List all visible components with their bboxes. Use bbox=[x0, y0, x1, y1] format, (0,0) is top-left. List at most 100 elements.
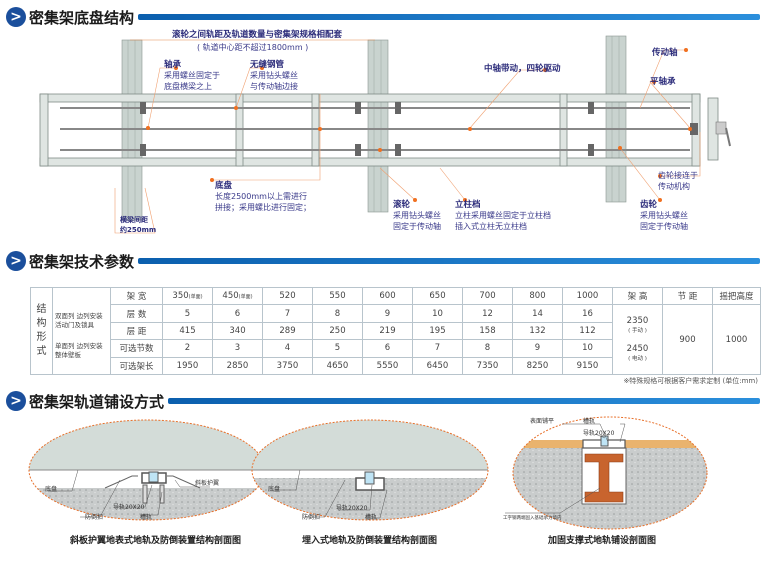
structure-desc: 双面列 边列安装活动门及锁具 单面列 边列安装整体壁板 bbox=[52, 287, 111, 375]
label-gear: 齿轮 采用钻头螺丝 固定于传动轴 bbox=[640, 198, 688, 232]
divider bbox=[138, 14, 760, 20]
cell: 12 bbox=[462, 304, 513, 323]
label-chassis: 底盘 长度2500mm以上需进行 拼接；采用螺比进行固定； bbox=[215, 179, 311, 213]
row-label: 可选架长 bbox=[110, 356, 163, 375]
section-title: 密集架技术参数 bbox=[29, 252, 135, 271]
cell: 550 bbox=[312, 286, 363, 306]
cell: 1950 bbox=[162, 356, 213, 375]
row-label: 层 数 bbox=[110, 304, 163, 323]
cell: 10 bbox=[562, 339, 613, 358]
cell: 4650 bbox=[312, 356, 363, 375]
header-pitch: 节 距 bbox=[662, 286, 713, 306]
cell: 5 bbox=[162, 304, 213, 323]
spec-table: 结构形式 双面列 边列安装活动门及锁具 单面列 边列安装整体壁板 架 宽 350… bbox=[30, 286, 761, 375]
cell: 2 bbox=[162, 339, 213, 358]
cell-value: 450 bbox=[222, 291, 239, 302]
label-desc: 固定于传动轴 bbox=[640, 222, 688, 231]
span-title: 滚轮之间轨距及轨道数量与密集架规格相配套 bbox=[172, 30, 343, 40]
rail-label: 防倒扣 bbox=[302, 514, 321, 521]
label-gear-link: 齿轮接连于 传动机构 bbox=[658, 170, 698, 192]
rail-label: 底盘 bbox=[45, 486, 58, 493]
cell: 350(单面) bbox=[162, 286, 213, 306]
label-desc: 采用钻头螺丝 bbox=[250, 71, 298, 80]
pitch-cell: 900 bbox=[662, 304, 713, 375]
cell: 800 bbox=[512, 286, 563, 306]
cell: 7 bbox=[262, 304, 313, 323]
cell: 650 bbox=[412, 286, 463, 306]
label-desc: 底盘横梁之上 bbox=[164, 82, 212, 91]
rail-label: 导轨20X20 bbox=[113, 504, 145, 511]
electric-label: ( 电动 ) bbox=[628, 355, 647, 362]
chevron-right-icon: > bbox=[6, 251, 26, 271]
label-title: 底盘 bbox=[215, 181, 233, 191]
rail-label: 底盘 bbox=[268, 486, 281, 493]
cell: 3750 bbox=[262, 356, 313, 375]
structure-label: 结构形式 bbox=[30, 287, 53, 375]
cell: 520 bbox=[262, 286, 313, 306]
cell: 600 bbox=[362, 286, 413, 306]
label-desc: 插入式立柱无立柱档 bbox=[455, 222, 527, 231]
cell: 1000 bbox=[562, 286, 613, 306]
label-desc: 约250mm bbox=[120, 226, 157, 234]
cell: 5550 bbox=[362, 356, 413, 375]
structure-desc-double: 双面列 边列安装活动门及锁具 bbox=[55, 311, 103, 329]
label-center-drive: 中轴带动，四轮驱动 bbox=[484, 64, 561, 74]
cell: 132 bbox=[512, 321, 563, 341]
label-title: 立柱档 bbox=[455, 200, 481, 210]
rail-diagrams bbox=[28, 416, 708, 530]
span-note: ( 轨道中心距不超过1800mm ) bbox=[197, 43, 309, 52]
rail-label: 槽轨 bbox=[140, 514, 153, 521]
spec-note: ※特殊规格可根据客户需求定制 (单位:mm) bbox=[623, 377, 758, 385]
rail-label: 斜板护翼 bbox=[195, 480, 220, 487]
cell: 4 bbox=[262, 339, 313, 358]
cell: 289 bbox=[262, 321, 313, 341]
rail-label: 导轨20X20 bbox=[336, 505, 368, 512]
label-roller: 滚轮 采用钻头螺丝 固定于传动轴 bbox=[393, 198, 441, 232]
label-title: 滚轮 bbox=[393, 200, 411, 210]
label-title: 轴承 bbox=[164, 60, 182, 70]
rail-caption: 斜板护翼地表式地轨及防倒装置结构剖面图 bbox=[70, 536, 242, 546]
label-desc: 传动机构 bbox=[658, 182, 690, 191]
cell: 7 bbox=[412, 339, 463, 358]
cell: 7350 bbox=[462, 356, 513, 375]
cell: 8 bbox=[312, 304, 363, 323]
cell: 158 bbox=[462, 321, 513, 341]
cell: 10 bbox=[412, 304, 463, 323]
rail-label: 槽轨 bbox=[365, 514, 378, 521]
label-title: 齿轮 bbox=[640, 200, 658, 210]
rail-diagram-reinforced bbox=[513, 417, 707, 529]
cell: 16 bbox=[562, 304, 613, 323]
divider bbox=[168, 398, 760, 404]
cell-suffix: (单面) bbox=[238, 294, 253, 301]
cell: 340 bbox=[212, 321, 263, 341]
section-title: 密集架底盘结构 bbox=[29, 8, 135, 27]
label-flat-bearing: 平轴承 bbox=[650, 77, 676, 87]
chevron-right-icon: > bbox=[6, 391, 26, 411]
cell: 195 bbox=[412, 321, 463, 341]
chevron-right-icon: > bbox=[6, 7, 26, 27]
label-desc: 长度2500mm以上需进行 bbox=[215, 192, 307, 201]
cell: 250 bbox=[312, 321, 363, 341]
rail-diagram-embedded bbox=[252, 420, 488, 520]
cell: 3 bbox=[212, 339, 263, 358]
label-post-stop: 立柱档 立柱采用螺丝固定于立柱档 插入式立柱无立柱档 bbox=[455, 198, 551, 232]
rail-caption: 埋入式地轨及防倒装置结构剖面图 bbox=[302, 536, 438, 546]
label-desc: 采用钻头螺丝 bbox=[393, 211, 441, 220]
cell: 8250 bbox=[512, 356, 563, 375]
cell: 112 bbox=[562, 321, 613, 341]
label-desc: 立柱采用螺丝固定于立柱档 bbox=[455, 211, 551, 220]
rail-label: 工字钢两端固入基础承力墙内 bbox=[503, 516, 562, 521]
label-beam-spacing: 横梁间距 约250mm bbox=[120, 215, 156, 235]
rail-label: 槽轨 bbox=[583, 418, 596, 425]
label-desc: 采用螺丝固定于 bbox=[164, 71, 220, 80]
divider bbox=[138, 258, 760, 264]
chassis-diagram bbox=[39, 35, 731, 234]
label-title: 无缝钢管 bbox=[250, 60, 285, 70]
height-cell: 2350 ( 手动 ) 2450 ( 电动 ) bbox=[612, 304, 663, 375]
rail-label: 防倒扣 bbox=[85, 514, 104, 521]
label-seamless-pipe: 无缝钢管 采用钻头螺丝 与传动轴边接 bbox=[250, 58, 298, 92]
crank-cell: 1000 bbox=[712, 304, 761, 375]
rail-label: 导轨20X20 bbox=[583, 430, 615, 437]
